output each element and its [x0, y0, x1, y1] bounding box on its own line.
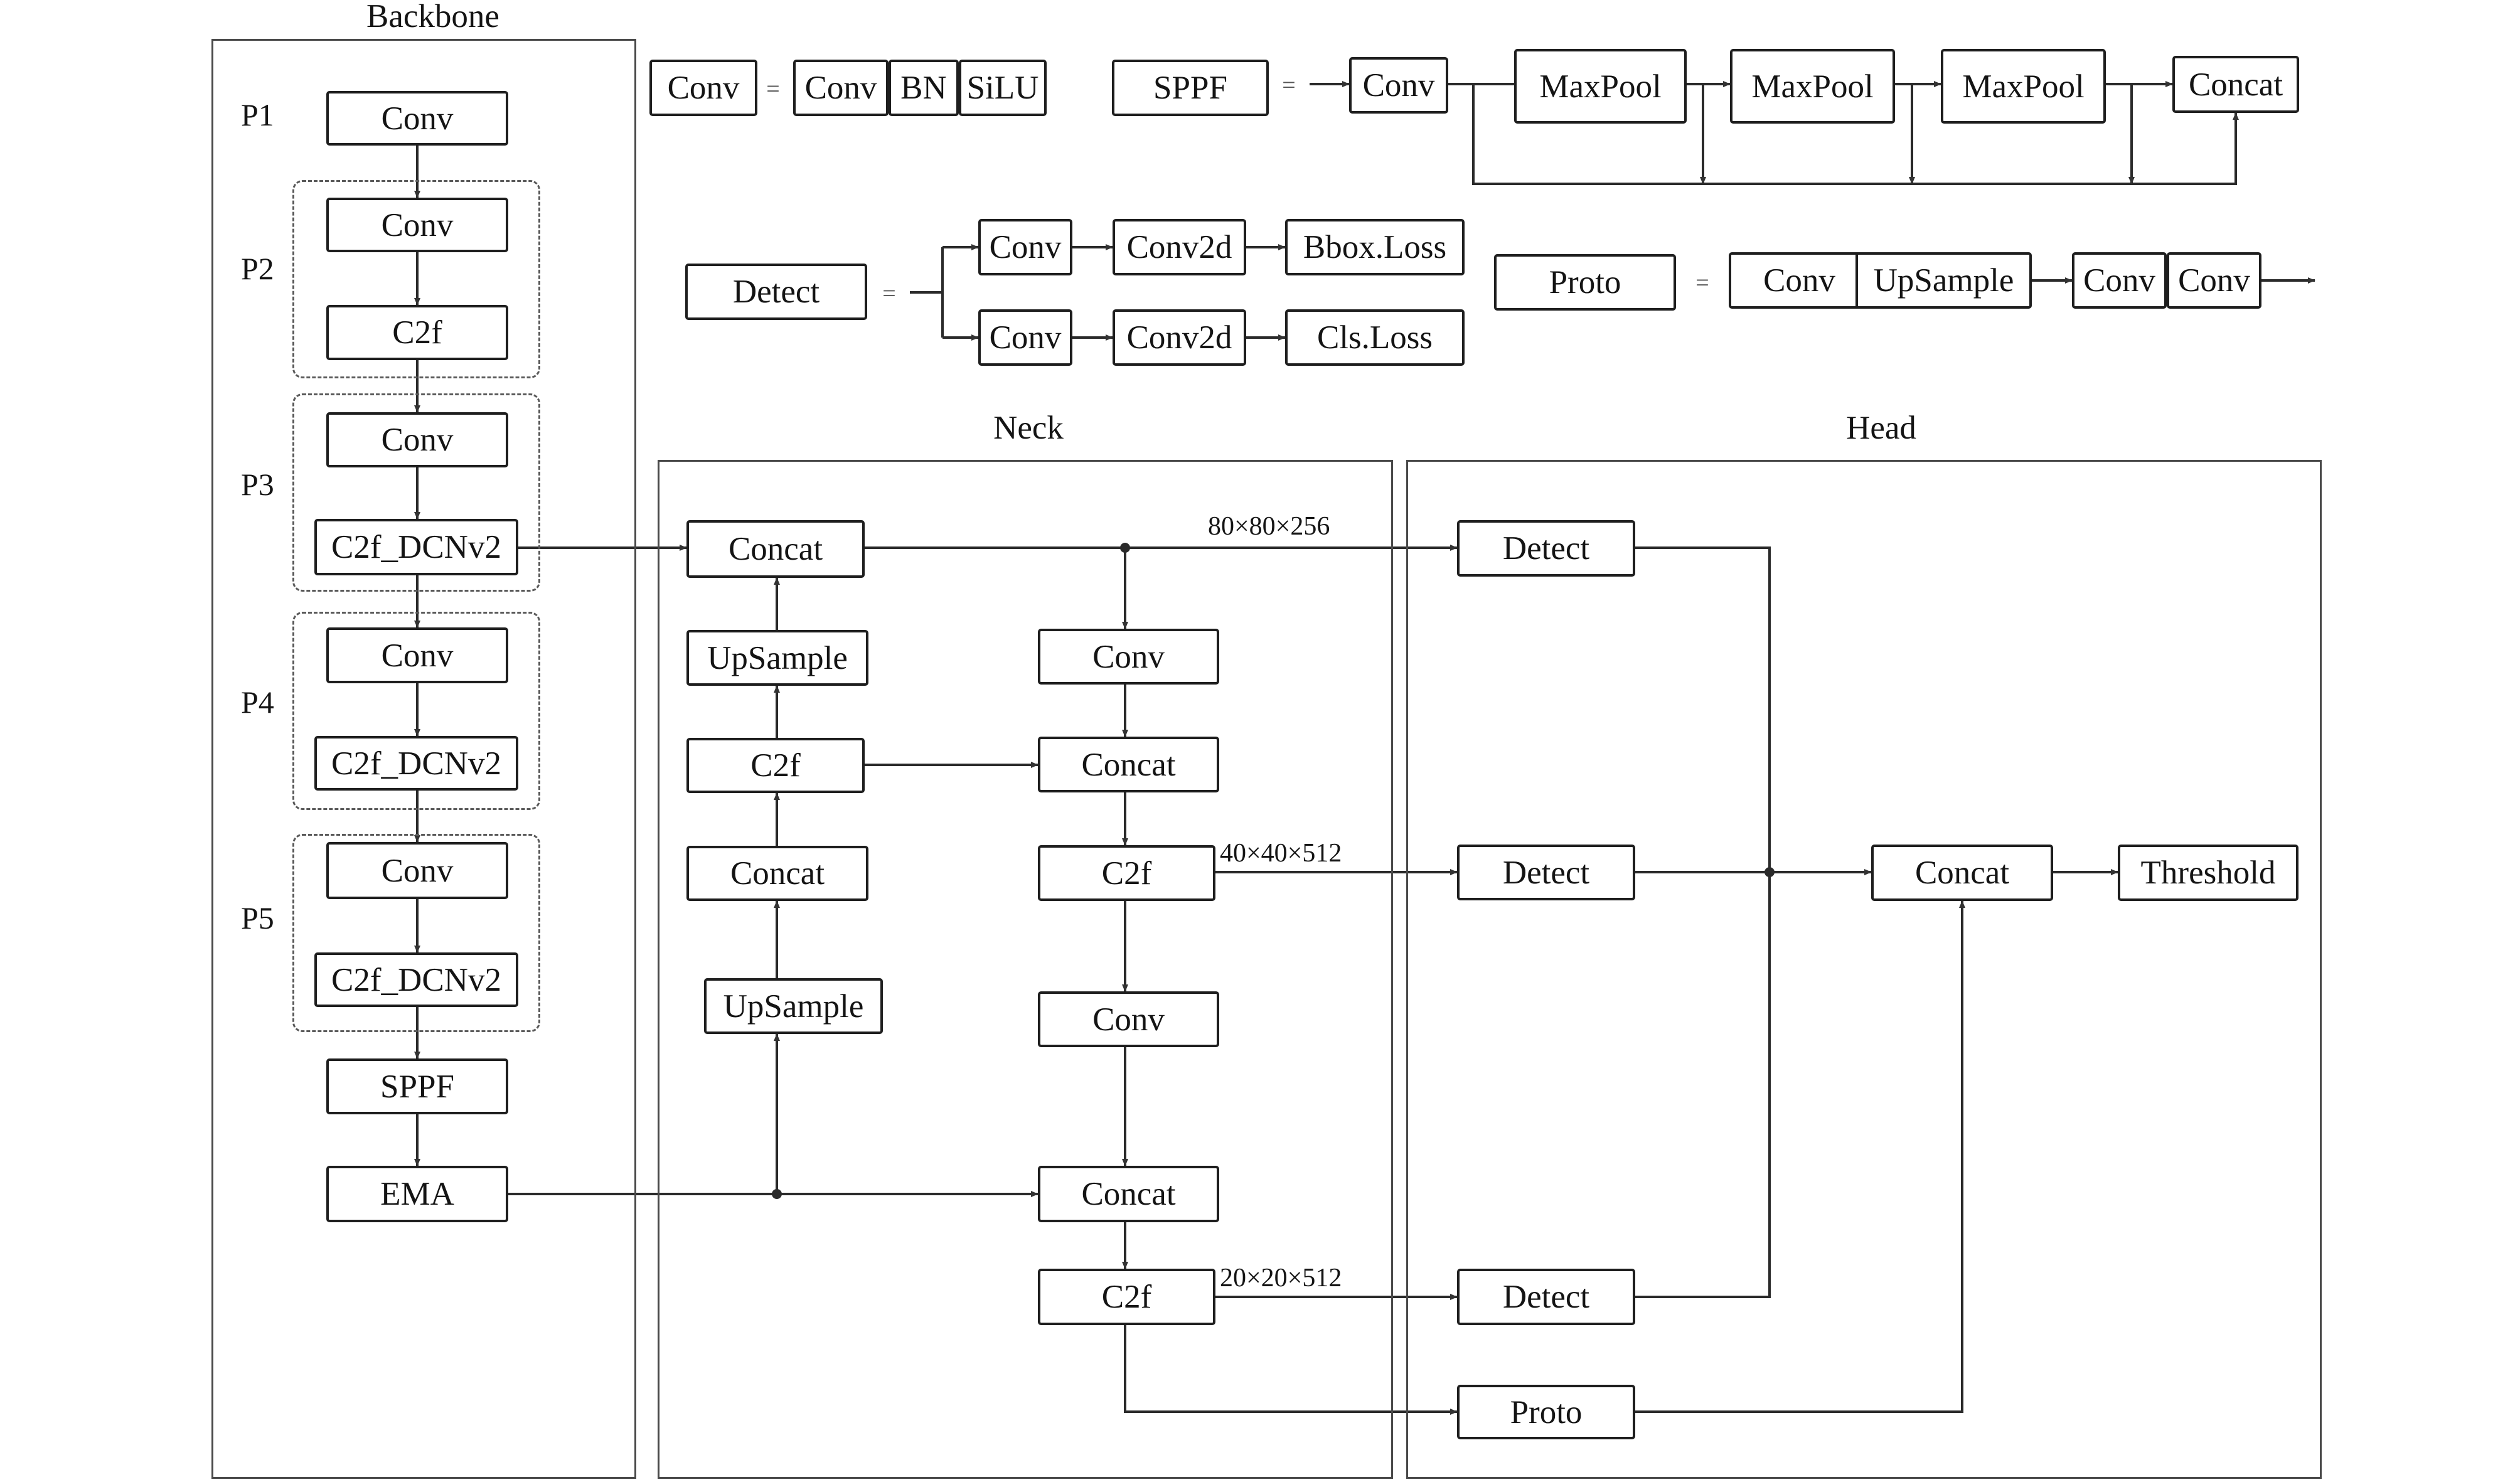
neck-frame	[658, 460, 1393, 1479]
backbone-ema: EMA	[326, 1166, 508, 1222]
dim-label-40: 40×40×512	[1220, 839, 1342, 868]
head-threshold: Threshold	[2118, 845, 2298, 901]
legend-detect-b1-conv: Conv	[978, 219, 1072, 275]
neck-concat-mid: Concat	[1038, 737, 1219, 792]
stage-p3-group	[292, 393, 540, 592]
backbone-frame	[211, 39, 636, 1479]
stage-p2-group	[292, 180, 540, 378]
backbone-p2-c2f: C2f	[326, 305, 508, 360]
junction-dots	[772, 543, 1775, 1199]
head-proto: Proto	[1457, 1385, 1635, 1439]
legend-sppf-maxpool-2: MaxPool	[1730, 49, 1895, 124]
neck-c2f-left: C2f	[686, 738, 865, 793]
head-detect-2: Detect	[1457, 845, 1635, 900]
neck-concat-bottom: Concat	[1038, 1166, 1219, 1222]
legend-proto-conv-3: Conv	[2167, 252, 2261, 309]
backbone-p4-conv: Conv	[326, 627, 508, 683]
legend-conv-part-silu: SiLU	[959, 60, 1047, 116]
legend-sppf-conv: Conv	[1349, 57, 1448, 114]
backbone-p3-c2f-dcnv2: C2f_DCNv2	[314, 519, 518, 575]
backbone-p5-c2f-dcnv2: C2f_DCNv2	[314, 952, 518, 1007]
legend-sppf-concat: Concat	[2172, 56, 2299, 113]
neck-conv-2: Conv	[1038, 991, 1219, 1047]
head-title: Head	[1846, 410, 1916, 446]
legend-conv-part-bn: BN	[889, 60, 959, 116]
stage-label-p2: P2	[241, 251, 274, 286]
neck-upsample-2: UpSample	[704, 978, 883, 1034]
dim-label-80: 80×80×256	[1208, 512, 1330, 541]
legend-detect-b1-bbox-loss: Bbox.Loss	[1285, 219, 1465, 275]
legend-detect-equals: =	[882, 280, 896, 307]
legend-sppf-name: SPPF	[1112, 60, 1269, 116]
legend-detect-name: Detect	[685, 264, 867, 320]
legend-detect-b1-conv2d: Conv2d	[1113, 219, 1246, 275]
neck-upsample-1: UpSample	[686, 630, 868, 686]
legend-sppf-equals: =	[1282, 72, 1296, 99]
neck-conv-1: Conv	[1038, 629, 1219, 685]
backbone-p2-conv: Conv	[326, 198, 508, 252]
legend-proto-name: Proto	[1494, 254, 1676, 311]
stage-label-p1: P1	[241, 97, 274, 132]
backbone-p5-conv: Conv	[326, 842, 508, 899]
stage-p5-group	[292, 834, 540, 1032]
neck-c2f-bottom: C2f	[1038, 1269, 1215, 1325]
head-concat: Concat	[1871, 845, 2053, 901]
dim-label-20: 20×20×512	[1220, 1264, 1342, 1293]
backbone-p1-conv: Conv	[326, 91, 508, 146]
stage-label-p4: P4	[241, 685, 274, 720]
backbone-sppf: SPPF	[326, 1058, 508, 1114]
head-detect-1: Detect	[1457, 520, 1635, 577]
stage-label-p5: P5	[241, 900, 274, 936]
legend-proto-conv-2: Conv	[2072, 252, 2167, 309]
legend-conv-equals: =	[766, 76, 780, 102]
legend-sppf-maxpool-3: MaxPool	[1941, 49, 2106, 124]
stage-p4-group	[292, 612, 540, 810]
backbone-p3-conv: Conv	[326, 412, 508, 467]
neck-c2f-mid: C2f	[1038, 845, 1215, 901]
neck-title: Neck	[993, 410, 1064, 446]
neck-concat-left: Concat	[686, 846, 868, 901]
legend-proto-equals: =	[1695, 270, 1709, 296]
neck-concat-top: Concat	[686, 520, 865, 578]
legend-detect-b2-cls-loss: Cls.Loss	[1285, 309, 1465, 366]
legend-conv-part-conv: Conv	[793, 60, 889, 116]
legend-proto-upsample: UpSample	[1855, 252, 2032, 309]
backbone-p4-c2f-dcnv2: C2f_DCNv2	[314, 736, 518, 791]
wire-group	[414, 81, 2315, 1415]
head-frame	[1406, 460, 2322, 1479]
legend-detect-b2-conv2d: Conv2d	[1113, 309, 1246, 366]
backbone-title: Backbone	[366, 0, 499, 35]
stage-label-p3: P3	[241, 467, 274, 502]
legend-conv-name: Conv	[649, 60, 757, 116]
legend-sppf-maxpool-1: MaxPool	[1514, 49, 1687, 124]
legend-proto-conv-1: Conv	[1729, 252, 1870, 309]
legend-detect-b2-conv: Conv	[978, 309, 1072, 366]
head-detect-3: Detect	[1457, 1269, 1635, 1325]
